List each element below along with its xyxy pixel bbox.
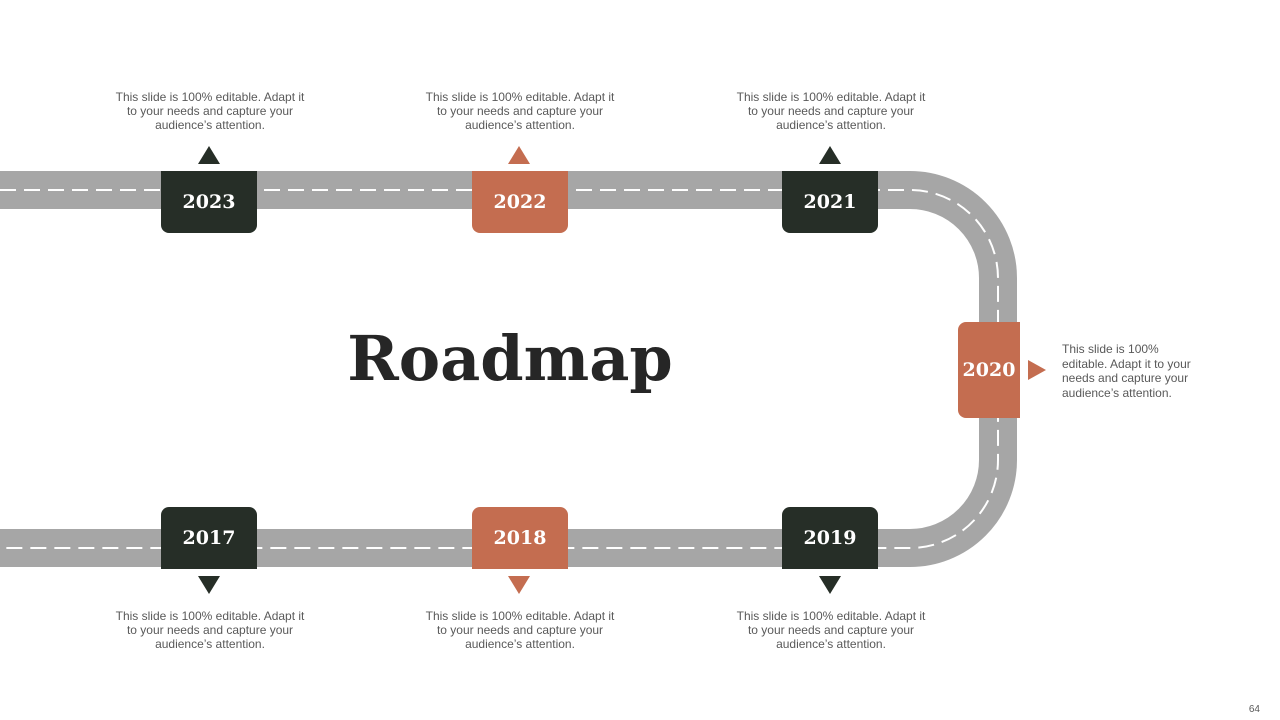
milestone-2021-box: 2021: [782, 171, 878, 233]
milestone-2018-box: 2018: [472, 507, 568, 569]
milestone-2018-description: This slide is 100% editable. Adapt it to…: [425, 609, 615, 651]
milestone-2017-box: 2017: [161, 507, 257, 569]
milestone-2017-description: This slide is 100% editable. Adapt it to…: [115, 609, 305, 651]
triangle-down-icon: [198, 576, 220, 594]
triangle-down-icon: [508, 576, 530, 594]
milestone-2021-description: This slide is 100% editable. Adapt it to…: [736, 90, 926, 132]
milestone-2019-description: This slide is 100% editable. Adapt it to…: [736, 609, 926, 651]
milestone-2020-box: 2020: [958, 322, 1020, 418]
milestone-2023-description: This slide is 100% editable. Adapt it to…: [115, 90, 305, 132]
page-number: 64: [1248, 704, 1260, 715]
triangle-up-icon: [819, 146, 841, 164]
milestone-2022-description: This slide is 100% editable. Adapt it to…: [425, 90, 615, 132]
milestone-2023-box: 2023: [161, 171, 257, 233]
triangle-up-icon: [508, 146, 530, 164]
page-title: Roadmap: [347, 322, 673, 395]
triangle-right-icon: [1028, 360, 1046, 380]
milestone-2022-box: 2022: [472, 171, 568, 233]
triangle-down-icon: [819, 576, 841, 594]
triangle-up-icon: [198, 146, 220, 164]
milestone-2019-box: 2019: [782, 507, 878, 569]
milestone-2020-description: This slide is 100% editable. Adapt it to…: [1062, 342, 1191, 400]
